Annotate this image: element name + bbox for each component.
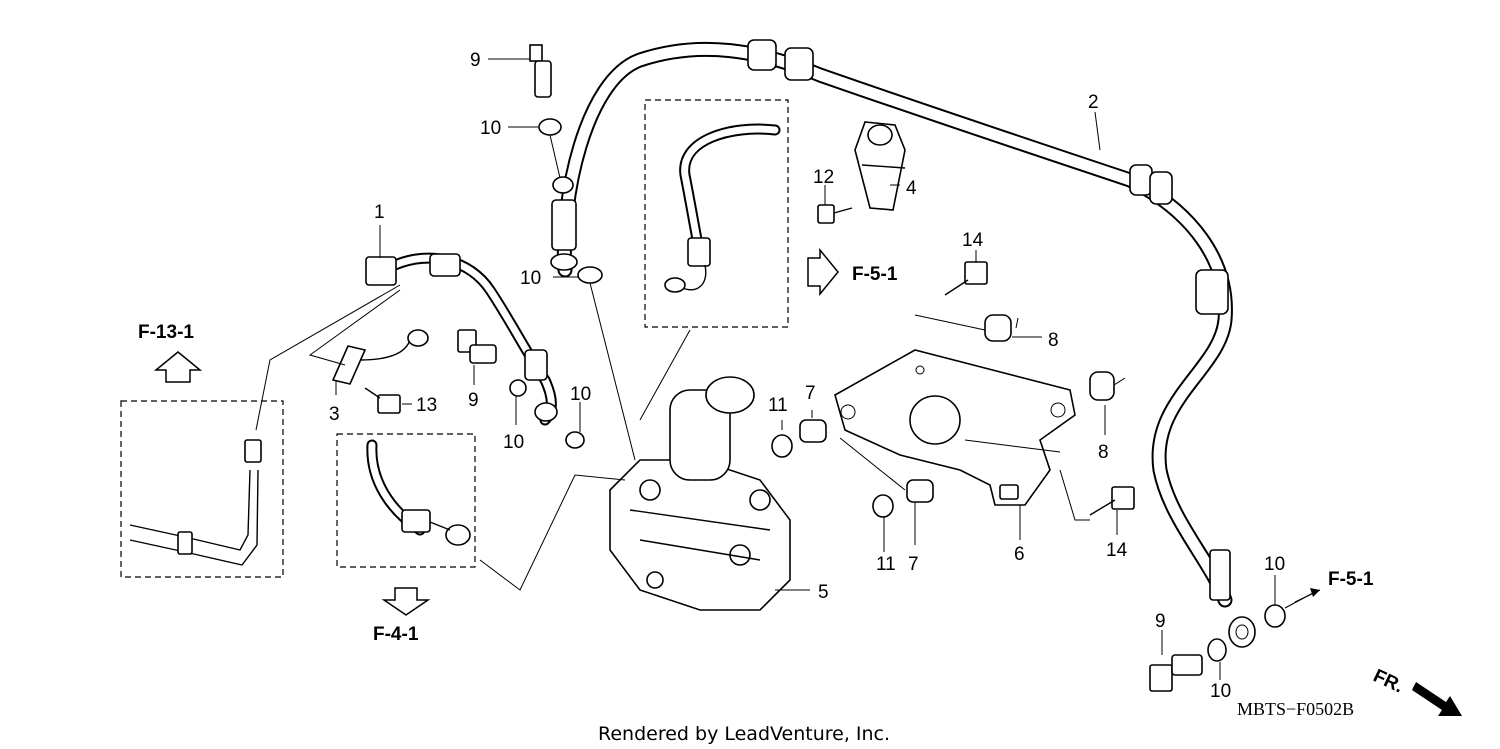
- arrow-fr-icon: [1412, 682, 1462, 716]
- clamp-3: [331, 329, 429, 385]
- bolt-13: [364, 387, 401, 414]
- arrow-up-f13-1: [153, 351, 203, 383]
- detail-box-hose-bend: [644, 99, 789, 328]
- washer-10-c: [577, 266, 603, 284]
- direction-label: FR.: [1370, 665, 1407, 697]
- leader-lines: [255, 58, 1316, 680]
- holder-4: [854, 121, 906, 211]
- modulator-5: [609, 376, 791, 611]
- label-11-lower: 11: [876, 554, 896, 575]
- detail-box-f4-1: [336, 433, 476, 568]
- bolt-9-lower: [1149, 654, 1203, 692]
- washer-10-b: [552, 176, 574, 194]
- label-6: 6: [1014, 544, 1025, 565]
- washer-10-g: [1264, 604, 1286, 628]
- label-8-upper: 8: [1048, 330, 1059, 351]
- bolt-14-lower: [1089, 486, 1135, 516]
- washer-10-d: [509, 379, 527, 397]
- bolt-14-upper: [944, 261, 988, 296]
- hose-1: [365, 252, 558, 426]
- label-3: 3: [329, 404, 340, 425]
- grommet-11-lower: [872, 494, 894, 518]
- ref-f5-1-lower: F-5-1: [1328, 569, 1374, 590]
- collar-8-lower: [1089, 371, 1115, 401]
- label-10-c: 10: [520, 268, 541, 289]
- washer-10-f: [1207, 638, 1227, 662]
- collar-7-upper: [799, 419, 827, 443]
- label-12: 12: [813, 167, 834, 188]
- washer-10-e: [565, 431, 585, 449]
- collar-8-upper: [984, 314, 1012, 342]
- arrow-down-f4-1: [381, 587, 431, 616]
- label-10-g: 10: [1264, 554, 1285, 575]
- label-4: 4: [906, 178, 917, 199]
- credit-text: Rendered by LeadVenture, Inc.: [598, 723, 890, 745]
- label-10-a: 10: [480, 118, 501, 139]
- label-11-upper: 11: [768, 395, 788, 416]
- label-7-lower: 7: [908, 554, 919, 575]
- bolt-12: [817, 204, 853, 224]
- diagram-code: MBTS−F0502B: [1237, 699, 1354, 719]
- label-10-d: 10: [503, 432, 524, 453]
- ref-f13-1: F-13-1: [138, 322, 194, 343]
- label-8-lower: 8: [1098, 442, 1109, 463]
- label-14-upper: 14: [962, 230, 984, 251]
- grommet-11-upper: [771, 434, 793, 458]
- ref-f4-1: F-4-1: [373, 624, 419, 645]
- label-13: 13: [416, 395, 437, 416]
- arrow-small-f5-1: [1294, 588, 1321, 603]
- label-14-lower: 14: [1106, 540, 1128, 561]
- label-1: 1: [374, 202, 385, 223]
- label-9-upper: 9: [470, 50, 481, 71]
- label-9-lower: 9: [1155, 611, 1166, 632]
- label-9-middle: 9: [468, 390, 479, 411]
- label-10-f: 10: [1210, 681, 1231, 702]
- label-2: 2: [1088, 92, 1099, 113]
- arrow-right-f5-1: [807, 247, 839, 297]
- collar-7-lower: [906, 479, 934, 503]
- part-labels: 9 10 10 1 2 4 12 14 8 8 11 7 14 6 7 11 3…: [329, 50, 1285, 702]
- bolt-9-middle: [457, 329, 497, 364]
- ref-f5-1-upper: F-5-1: [852, 264, 898, 285]
- detail-box-f13-1: [120, 400, 284, 578]
- label-5: 5: [818, 582, 829, 603]
- hose-2: [550, 39, 1256, 648]
- label-10-e: 10: [570, 384, 591, 405]
- label-7-upper: 7: [805, 383, 816, 404]
- bracket-6: [834, 349, 1076, 506]
- washer-10-a: [538, 118, 562, 136]
- bolt-9-upper: [529, 44, 552, 98]
